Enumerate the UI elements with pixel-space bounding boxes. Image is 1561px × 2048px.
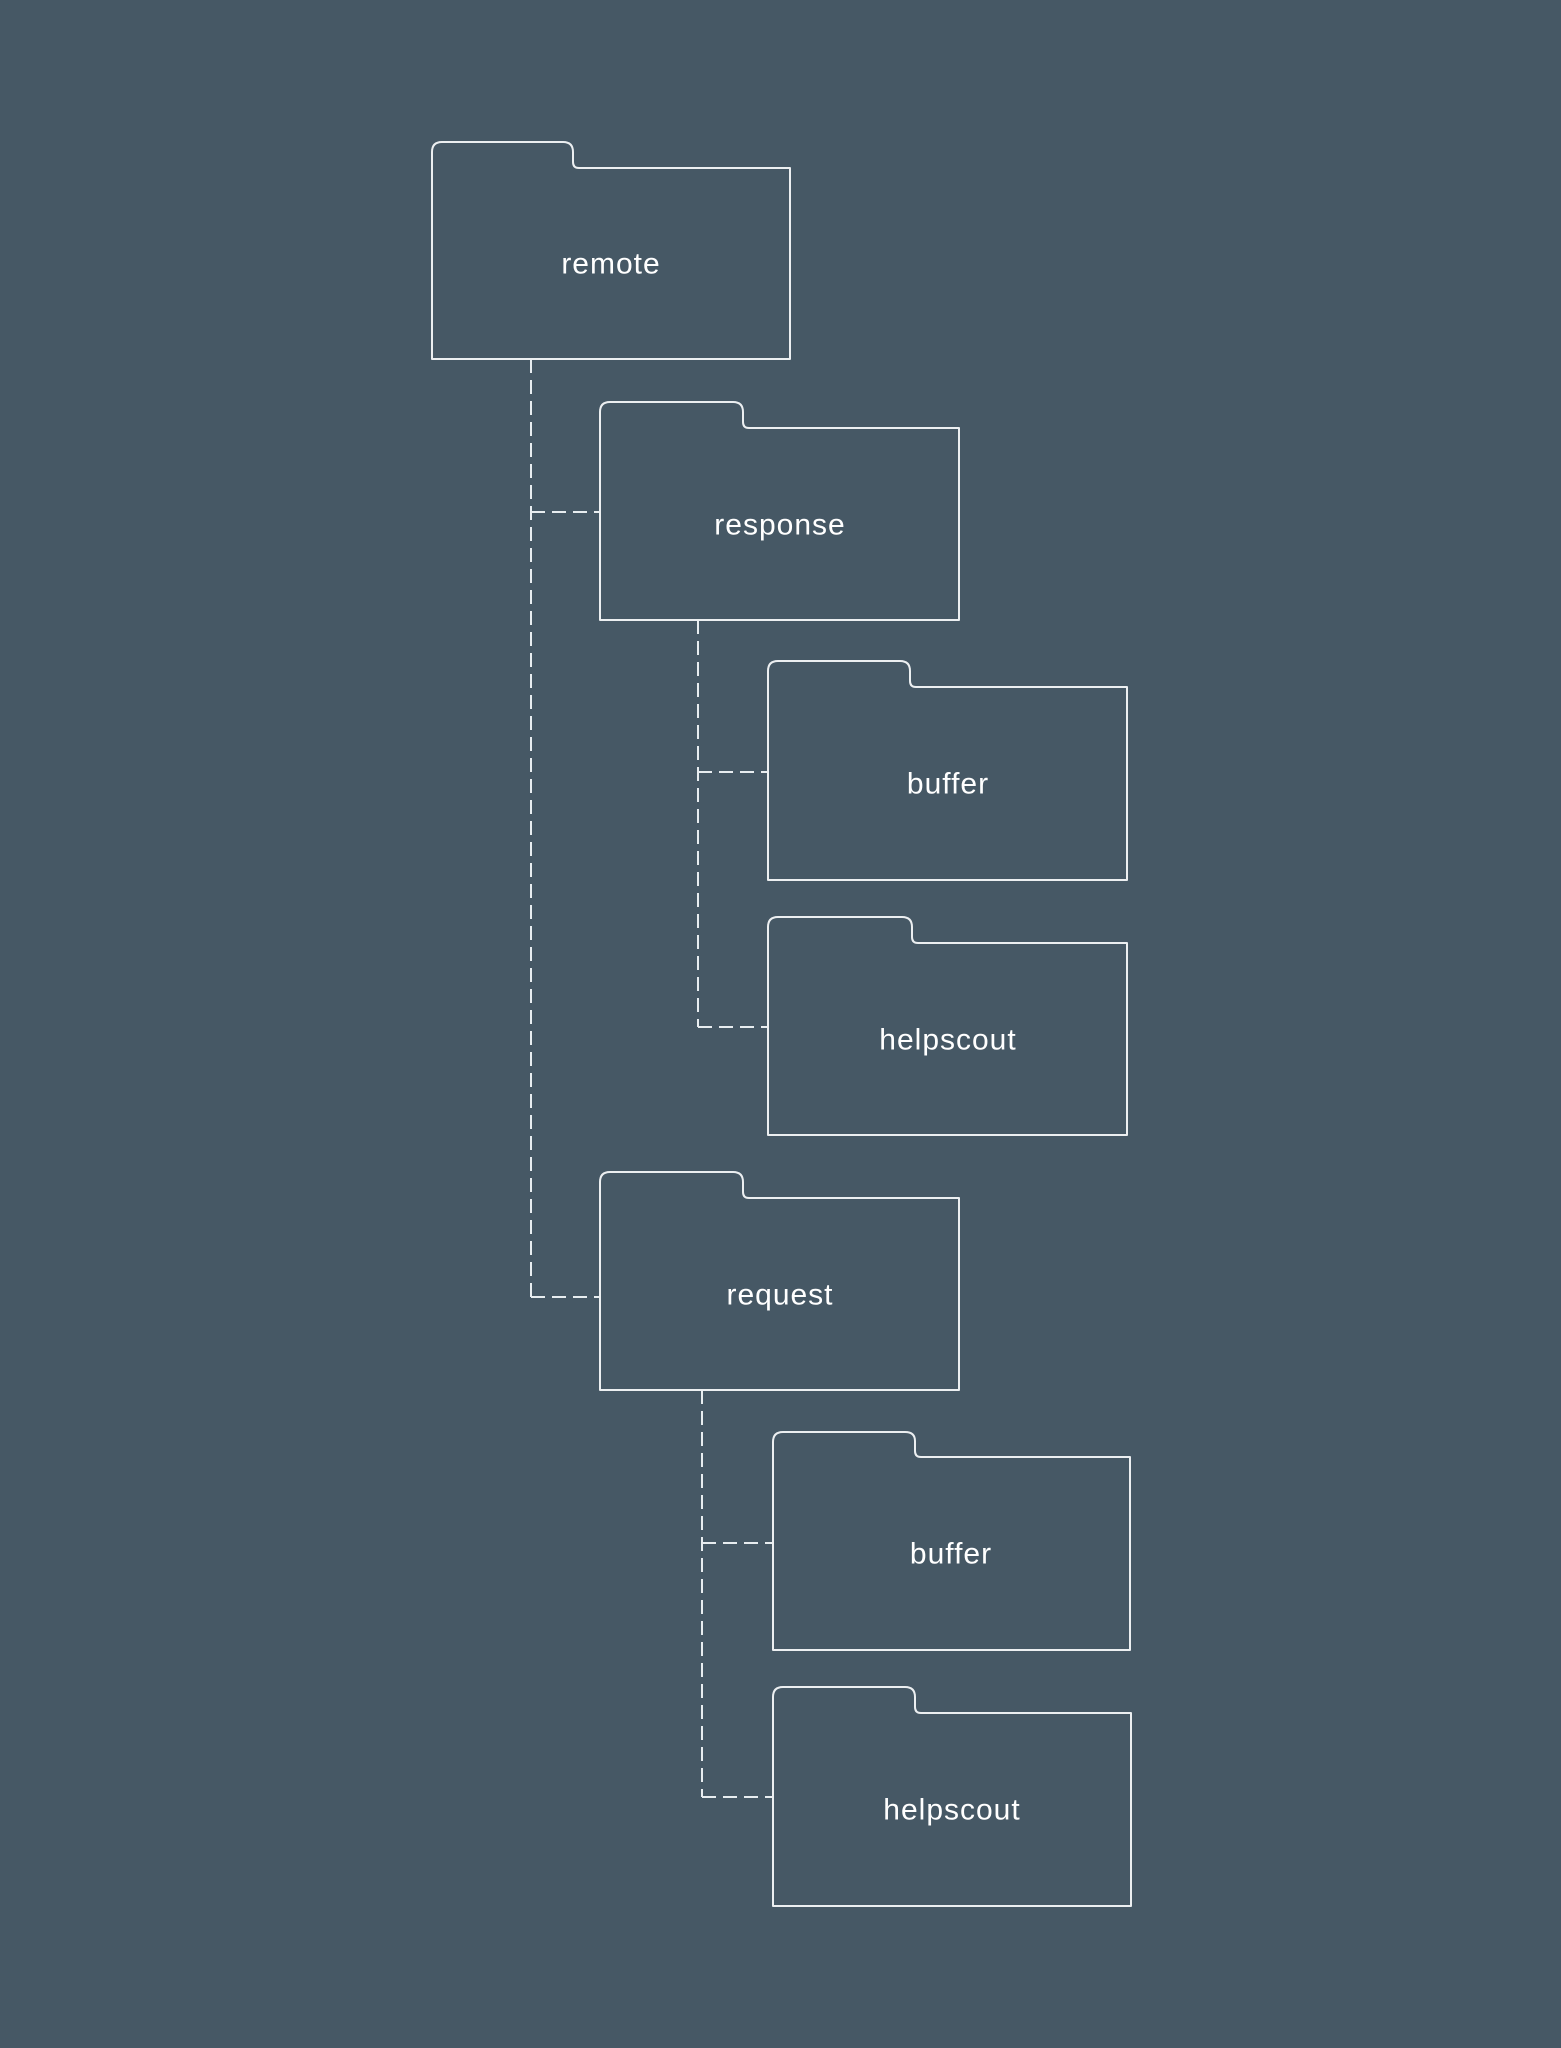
- folder-request-helpscout-shape: [772, 1686, 1132, 1907]
- folder-response-buffer: buffer: [767, 660, 1128, 881]
- folder-request-buffer-shape: [772, 1431, 1131, 1651]
- folder-response-buffer-label: buffer: [907, 768, 989, 801]
- folder-remote: remote: [431, 141, 791, 360]
- folder-response-helpscout-label: helpscout: [879, 1024, 1016, 1057]
- folder-response: response: [599, 401, 960, 621]
- folder-request-buffer: buffer: [772, 1431, 1131, 1651]
- folder-response-shape: [599, 401, 960, 621]
- folder-request-buffer-label: buffer: [910, 1538, 992, 1571]
- folder-response-helpscout: helpscout: [767, 916, 1128, 1136]
- folder-response-helpscout-shape: [767, 916, 1128, 1136]
- folder-request-label: request: [726, 1279, 833, 1312]
- folder-request: request: [599, 1171, 960, 1391]
- folder-request-shape: [599, 1171, 960, 1391]
- folder-request-helpscout: helpscout: [772, 1686, 1132, 1907]
- folder-remote-label: remote: [561, 248, 660, 281]
- folder-response-buffer-shape: [767, 660, 1128, 881]
- folder-response-label: response: [714, 509, 845, 542]
- folder-request-helpscout-label: helpscout: [883, 1794, 1020, 1827]
- folder-remote-shape: [431, 141, 791, 360]
